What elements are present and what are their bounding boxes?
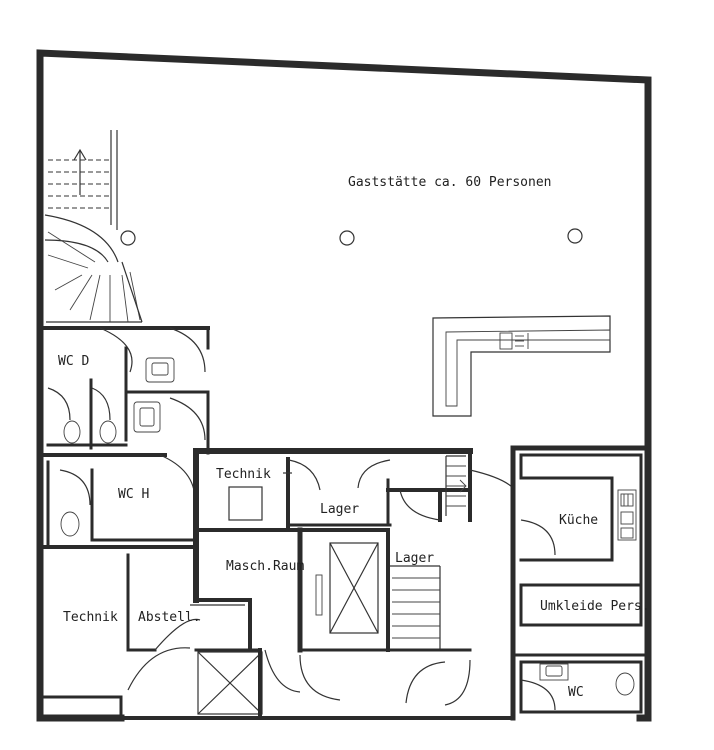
label-dining-room: Gaststätte ca. 60 Personen [348, 175, 552, 190]
staircase-lager [386, 449, 516, 706]
label-lager-upper: Lager [320, 502, 359, 517]
label-maschinenraum: Masch.Raum [226, 559, 304, 574]
staircase-upper-left [44, 130, 143, 323]
wc-block [38, 326, 210, 549]
room-labels: Gaststätte ca. 60 Personen WC D WC H Tec… [58, 175, 650, 700]
column-1 [120, 230, 136, 246]
label-wc-ladies: WC D [58, 354, 89, 369]
bar-counter [432, 315, 611, 417]
lower-left-rooms [126, 553, 245, 691]
column-2 [339, 230, 355, 246]
exterior-walls [36, 49, 652, 722]
label-technik-center: Technik [216, 467, 271, 482]
right-service-rooms [510, 445, 648, 721]
label-umkleide: Umkleide Pers. [540, 599, 650, 614]
label-abstell: Abstell. [138, 610, 201, 625]
column-3 [567, 228, 583, 244]
label-wc-gents: WC H [118, 487, 149, 502]
central-core [193, 448, 473, 718]
label-wc-staff: WC [568, 685, 584, 700]
label-lager-stair: Lager [395, 551, 434, 566]
label-kueche: Küche [559, 513, 598, 528]
label-technik-left: Technik [63, 610, 118, 625]
